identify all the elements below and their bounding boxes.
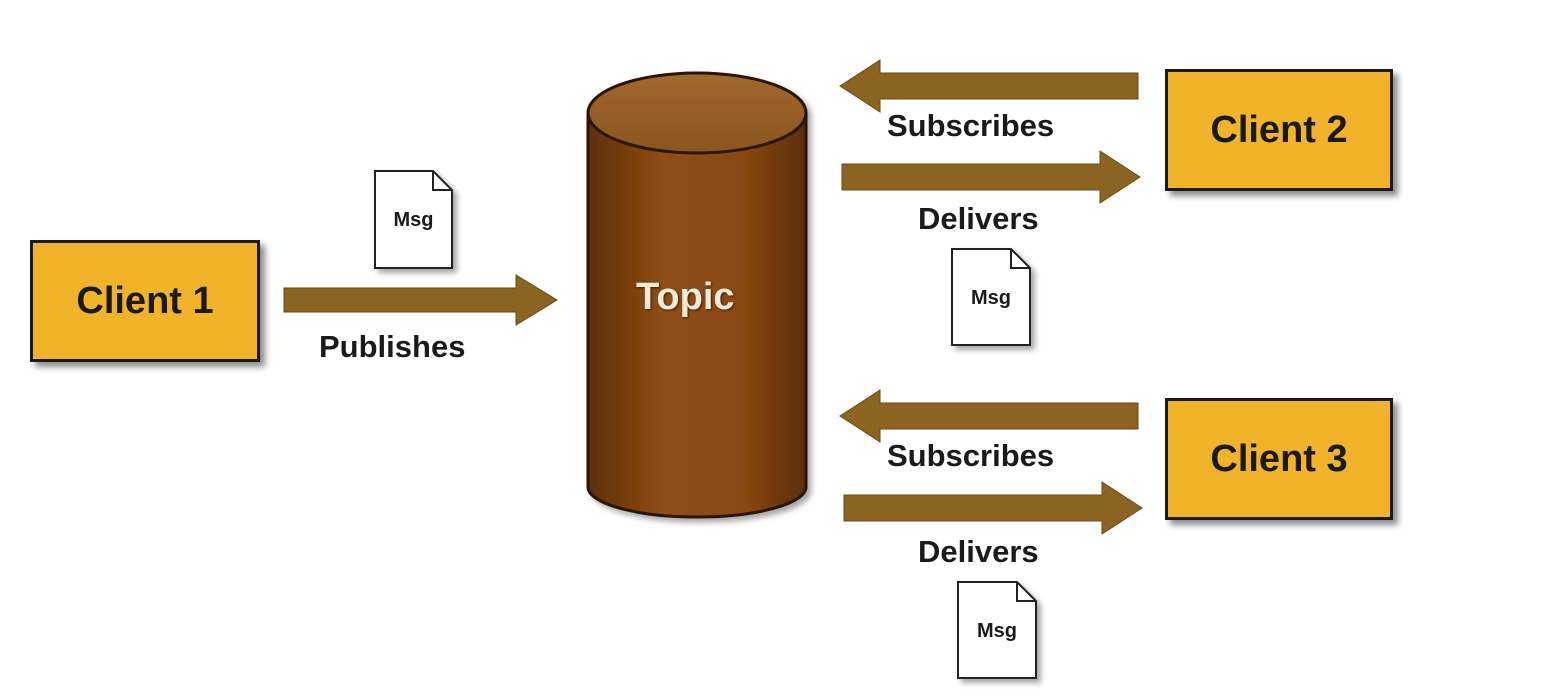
subscribes-label-client2: Subscribes	[887, 108, 1055, 143]
client-2-label: Client 2	[1210, 108, 1348, 151]
subscribes-arrow-client2	[839, 59, 1139, 113]
client-1-box: Client 1	[30, 240, 260, 362]
delivers-label-client3: Delivers	[918, 534, 1039, 569]
publishes-label: Publishes	[319, 329, 466, 364]
msg-deliver-client2: Msg	[952, 287, 1030, 317]
msg-document-icon-deliver-client2	[951, 248, 1031, 346]
subscribes-arrow-client3	[839, 389, 1139, 443]
subscribes-label-client3: Subscribes	[887, 438, 1055, 473]
msg-publish-label: Msg	[393, 209, 434, 231]
client-2-box: Client 2	[1165, 69, 1393, 191]
client-3-box: Client 3	[1165, 398, 1393, 520]
msg-deliver-client3-label: Msg	[977, 620, 1017, 642]
msg-deliver-client3: Msg	[958, 620, 1036, 650]
msg-publish: Msg	[375, 209, 452, 239]
msg-document-icon-deliver-client3	[957, 581, 1037, 679]
publishes-arrow	[283, 274, 558, 326]
msg-deliver-client2-label: Msg	[971, 287, 1011, 309]
delivers-arrow-client3	[843, 481, 1143, 535]
topic-cylinder	[586, 71, 808, 519]
delivers-label-client2: Delivers	[918, 201, 1039, 236]
client-3-label: Client 3	[1210, 437, 1348, 480]
msg-document-icon-publish	[374, 170, 453, 269]
topic-label: Topic	[636, 276, 735, 318]
delivers-arrow-client2	[841, 150, 1141, 204]
client-1-label: Client 1	[76, 279, 214, 322]
